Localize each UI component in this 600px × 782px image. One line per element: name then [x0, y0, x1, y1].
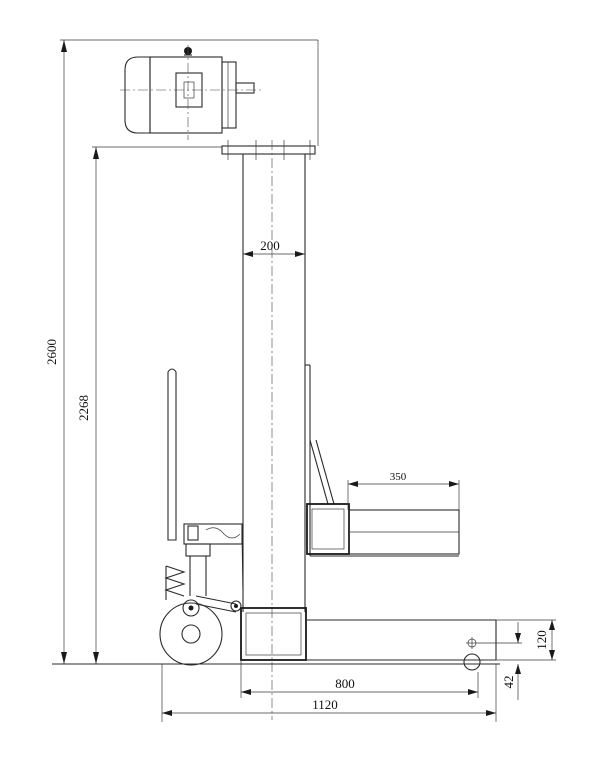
- dim-label-800: 800: [335, 676, 355, 691]
- base-frame: [52, 599, 500, 671]
- dim-label-200: 200: [260, 238, 280, 253]
- dimension-overall-length: 1120: [161, 664, 497, 722]
- dim-label-2600: 2600: [44, 339, 59, 365]
- dim-label-42: 42: [501, 676, 516, 689]
- dimension-fork-thickness: 120: [484, 619, 556, 661]
- dimension-ground-clearance: 42: [478, 622, 522, 700]
- dim-label-2268: 2268: [76, 395, 91, 421]
- dimension-mast-width: 200: [243, 238, 305, 257]
- dimension-base-length: 800: [240, 660, 479, 698]
- dimension-fork-length: 350: [347, 471, 460, 510]
- top-mounting-plate: [221, 140, 316, 160]
- carriage-fork: [305, 364, 460, 557]
- dimension-overall-height: 2600: [44, 39, 319, 664]
- dim-label-1120: 1120: [312, 697, 338, 712]
- dim-label-120: 120: [534, 630, 549, 650]
- dim-label-350: 350: [390, 471, 407, 483]
- dimension-platform-height: 2268: [76, 146, 222, 664]
- mast: [242, 140, 306, 720]
- handle-pump: [164, 368, 244, 613]
- motor: [120, 45, 262, 140]
